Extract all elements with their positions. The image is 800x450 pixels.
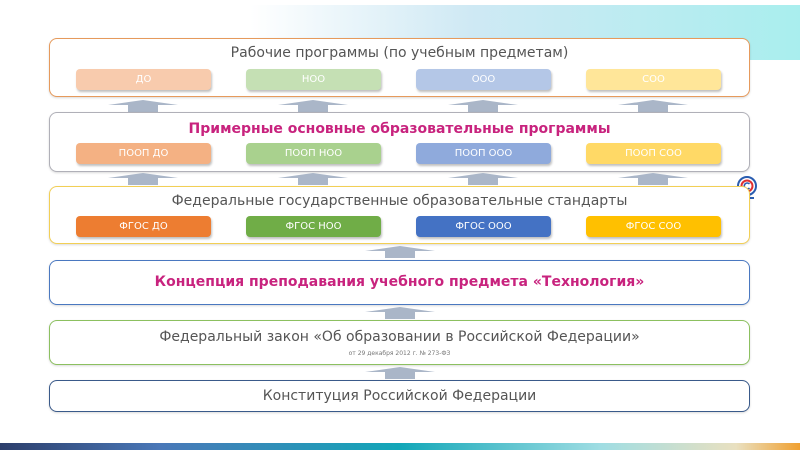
fgos-title: Федеральные государственные образователь… xyxy=(171,193,628,209)
pill-fgos-ooo: ФГОС ООО xyxy=(416,216,551,237)
constitution-box: Конституция Российской Федерации xyxy=(49,380,750,412)
work-programs-title: Рабочие программы (по учебным предметам) xyxy=(230,45,569,61)
pill-noo: НОО xyxy=(246,69,381,90)
pill-poop-noo: ПООП НОО xyxy=(246,143,381,164)
law-box: Федеральный закон «Об образовании в Росс… xyxy=(49,320,750,365)
constitution-title: Конституция Российской Федерации xyxy=(262,388,537,404)
pill-fgos-soo: ФГОС СОО xyxy=(586,216,721,237)
law-subtitle: от 29 декабря 2012 г. № 273-ФЗ xyxy=(348,350,451,357)
pill-do: ДО xyxy=(76,69,211,90)
concept-box: Концепция преподавания учебного предмета… xyxy=(49,260,750,305)
law-title: Федеральный закон «Об образовании в Росс… xyxy=(159,329,640,345)
pill-poop-do: ПООП ДО xyxy=(76,143,211,164)
footer-gradient-band xyxy=(0,443,800,450)
pill-soo: СОО xyxy=(586,69,721,90)
pill-ooo: ООО xyxy=(416,69,551,90)
pill-fgos-do: ФГОС ДО xyxy=(76,216,211,237)
pill-poop-soo: ПООП СОО xyxy=(586,143,721,164)
work-programs-box: Рабочие программы (по учебным предметам)… xyxy=(49,38,750,97)
pill-fgos-noo: ФГОС НОО xyxy=(246,216,381,237)
pill-poop-ooo: ПООП ООО xyxy=(416,143,551,164)
concept-title: Концепция преподавания учебного предмета… xyxy=(154,274,645,290)
poop-title: Примерные основные образовательные прогр… xyxy=(188,121,611,137)
fgos-box: Федеральные государственные образователь… xyxy=(49,186,750,244)
poop-box: Примерные основные образовательные прогр… xyxy=(49,112,750,172)
